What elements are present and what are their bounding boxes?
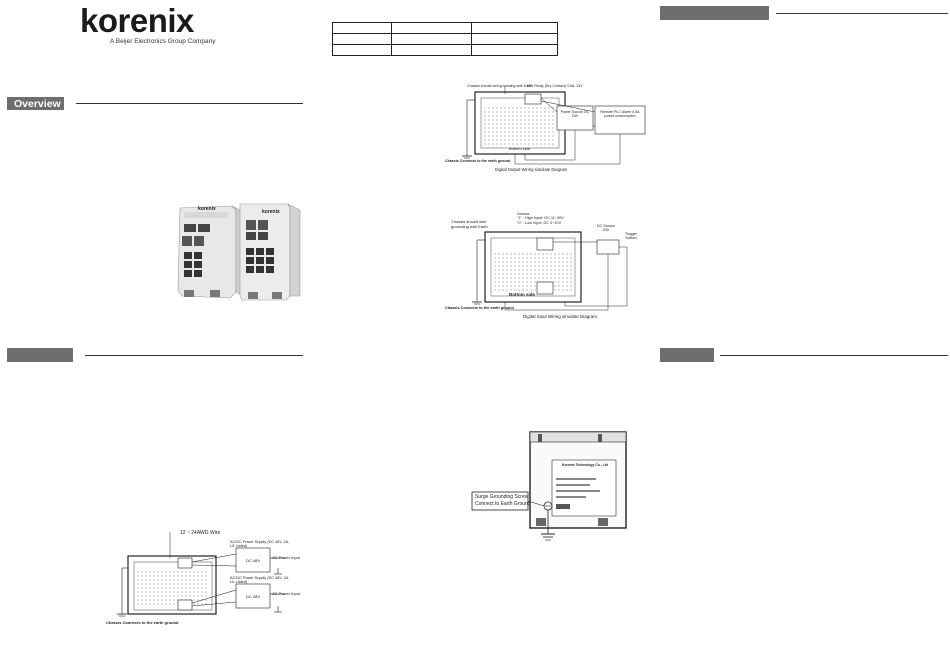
do-top-label-2: DO: Relay (Dry Contact) 0.5A, 24V: [527, 84, 583, 88]
do-chassis-label: Chassis Connects to the earth ground: [445, 159, 511, 163]
section-rule: [85, 355, 303, 356]
di-wiring-diagram: Chassis should well grounding with Earth…: [445, 210, 645, 322]
nameplate-company: Korenix Technology Co., Ltd: [562, 463, 608, 467]
spec-table: [332, 22, 558, 56]
section-rule: [76, 103, 303, 104]
di-high-input: "1" : High Input: DC 11~30V: [517, 216, 564, 220]
di-chassis-label: Chassis Connects to the earth ground: [445, 306, 514, 310]
supply2-label: AC/DC Power Supply (DC 48V, 2A, UL Liste…: [230, 576, 290, 585]
dc48v-2: DC 48V: [246, 594, 261, 599]
power-wiring-diagram: 12 ~ 24AWG Wire AC/DC Power Supply (DC 4…: [100, 528, 305, 628]
table-cell: [471, 22, 558, 34]
di-chassis-note: Chassis should well grounding with Earth: [451, 219, 488, 229]
logo-wordmark: korenix: [80, 2, 194, 39]
do-top-label-1: Chassis should well grounding with Earth: [467, 84, 533, 88]
section-tab: [660, 348, 714, 362]
right-top-section-header: [660, 6, 948, 20]
section-tab: [7, 348, 73, 362]
do-wiring-diagram: Chassis should well grounding with Earth…: [445, 82, 650, 174]
table-cell: [332, 44, 392, 56]
table-cell: [391, 22, 472, 34]
table-row: [332, 33, 558, 45]
table-row: [332, 44, 558, 56]
do-box2-label: Remote PLC Alarm 0.5A power consumption: [600, 110, 640, 118]
chassis-label: Chassis Connects to the earth ground: [106, 620, 179, 625]
table-row: [332, 22, 558, 34]
table-cell: [471, 44, 558, 56]
logo-tagline: A Beijer Electronics Group Company: [110, 38, 216, 45]
table-cell: [471, 33, 558, 45]
unit-brand-right: korenix: [262, 209, 280, 215]
left-second-section-header: [7, 348, 303, 362]
section-rule: [776, 13, 948, 14]
di-trigger: Trigger Switch: [625, 232, 637, 241]
power-input-1: AC Power Input: [272, 555, 301, 560]
di-caption: Digital Input Wiring simulate Diagram: [523, 314, 598, 319]
di-bottom-side: Bottom side: [509, 292, 536, 297]
table-cell: [391, 33, 472, 45]
section-rule: [720, 355, 948, 356]
power-input-2: AC Power Input: [272, 591, 301, 596]
supply1-label: AC/DC Power Supply (DC 48V, 2A, UL Liste…: [230, 540, 290, 549]
unit-brand-left: korenix: [198, 206, 216, 212]
di-dc-source: DC Source 24V: [596, 224, 616, 233]
overview-section-header: Overview: [7, 97, 303, 111]
product-photo: korenix korenix: [170, 200, 305, 305]
do-caption: Digital Output Wiring simulate Diagram: [495, 167, 568, 172]
do-box1-label: Power Source DC 24V: [560, 110, 590, 118]
section-tab: [660, 6, 769, 20]
ground-label-2: Connect to Earth Ground: [475, 501, 531, 507]
brand-logo: korenix A Beijer Electronics Group Compa…: [80, 0, 216, 48]
di-sensor-label: Sensor: [517, 211, 530, 216]
wire-label: 12 ~ 24AWG Wire: [180, 530, 221, 536]
do-bottom-side: Bottom side: [509, 146, 531, 151]
di-low-input: "0" : Low Input: DC 0~10V: [517, 221, 562, 225]
table-cell: [332, 22, 392, 34]
grounding-diagram: Surge Grounding Screw Connect to Earth G…: [470, 430, 630, 545]
dc48v-1: DC 48V: [246, 558, 261, 563]
table-cell: [391, 44, 472, 56]
overview-tab: Overview: [7, 97, 64, 110]
ground-label-1: Surge Grounding Screw: [475, 494, 529, 500]
table-cell: [332, 33, 392, 45]
right-second-section-header: [660, 348, 948, 362]
